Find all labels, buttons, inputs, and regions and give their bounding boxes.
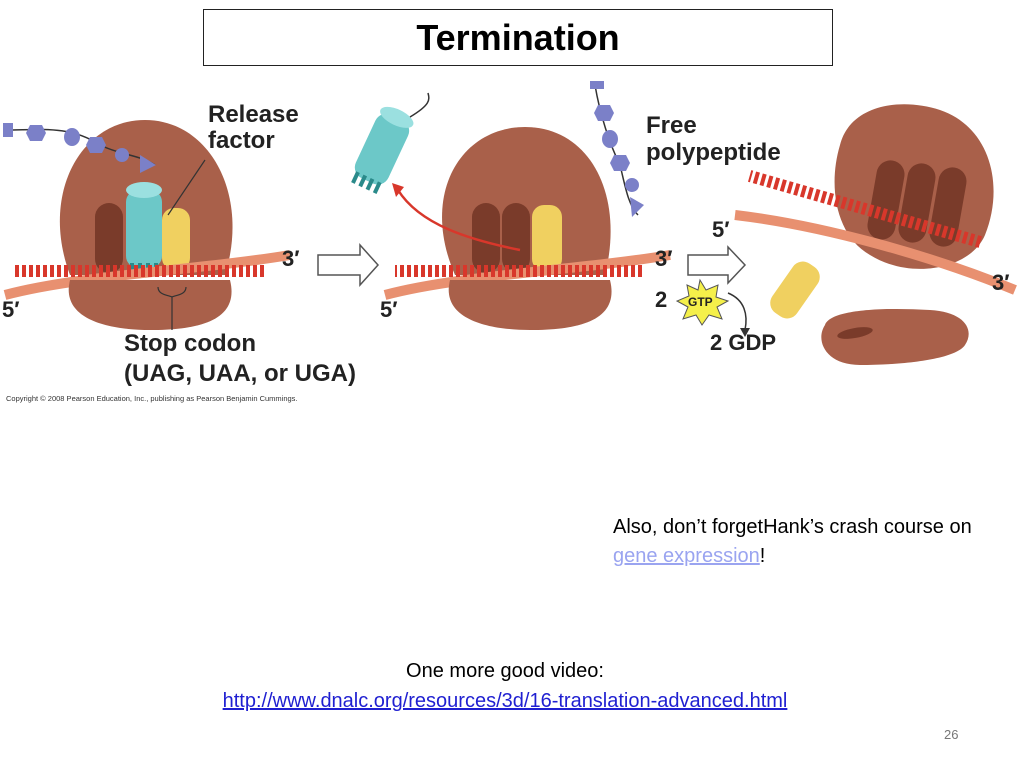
note-prefix: Also, don’t forgetHank’s crash course on bbox=[613, 516, 972, 538]
polypeptide-chain bbox=[3, 123, 156, 173]
panel-3: 5′ 3′ bbox=[712, 104, 1017, 365]
gdp-label: 2 GDP bbox=[710, 330, 776, 355]
trna-yellow bbox=[770, 261, 820, 319]
crash-course-note: Also, don’t forgetHank’s crash course on… bbox=[613, 513, 973, 571]
video-url-link[interactable]: http://www.dnalc.org/resources/3d/16-tra… bbox=[222, 690, 788, 712]
release-factor-label-line1: Release bbox=[208, 101, 299, 128]
trna-yellow bbox=[532, 205, 562, 271]
three-prime-label-2: 3′ bbox=[655, 246, 673, 271]
stop-codon-label-line2: (UAG, UAA, or UGA) bbox=[124, 360, 356, 387]
termination-figure: Release factor 3′ 5′ Stop codon (UAG, UA… bbox=[0, 75, 1024, 410]
release-factor-icon bbox=[351, 106, 414, 194]
stop-codon-label-line1: Stop codon bbox=[124, 330, 256, 357]
small-subunit-groove bbox=[837, 327, 873, 339]
mrna-strand bbox=[734, 210, 1017, 295]
video-label: One more good video: bbox=[406, 660, 604, 682]
gtp-arrow-icon bbox=[727, 292, 747, 331]
termination-diagram: Release factor 3′ 5′ Stop codon (UAG, UA… bbox=[2, 81, 1017, 387]
release-arrow-icon bbox=[396, 189, 521, 252]
slide-title: Termination bbox=[416, 16, 620, 58]
mrna-codons bbox=[15, 265, 265, 277]
arrow-right-icon bbox=[687, 245, 747, 285]
five-prime-label-3: 5′ bbox=[712, 217, 730, 242]
gtp-starburst-icon bbox=[675, 278, 730, 326]
five-prime-label-1: 5′ bbox=[2, 297, 20, 322]
ribosome-small-subunit bbox=[821, 308, 969, 365]
title-box: Termination bbox=[203, 9, 833, 66]
figure-copyright: Copyright © 2008 Pearson Education, Inc.… bbox=[6, 394, 298, 403]
trna-yellow bbox=[162, 208, 190, 270]
ribosome-site bbox=[502, 203, 530, 273]
ribosome-site bbox=[472, 203, 500, 273]
gene-expression-link[interactable]: gene expression bbox=[613, 545, 760, 567]
panel-2: Free polypeptide 3′ 5′ bbox=[351, 81, 781, 330]
free-polypeptide-label-line1: Free bbox=[646, 112, 697, 139]
video-section: One more good video: http://www.dnalc.or… bbox=[120, 656, 890, 716]
release-factor-tether bbox=[409, 92, 430, 118]
three-prime-label-1: 3′ bbox=[282, 246, 300, 271]
panel-1: Release factor 3′ 5′ Stop codon (UAG, UA… bbox=[2, 101, 356, 387]
release-factor-icon bbox=[126, 182, 162, 275]
three-prime-label-3: 3′ bbox=[992, 270, 1010, 295]
gtp-label: GTP bbox=[688, 295, 713, 309]
free-polypeptide-label-line2: polypeptide bbox=[646, 139, 781, 166]
note-suffix: ! bbox=[759, 545, 766, 567]
slide-number: 26 bbox=[944, 727, 959, 742]
mrna-codons bbox=[747, 170, 983, 248]
release-factor-pointer bbox=[167, 159, 206, 216]
mrna-codons bbox=[395, 265, 645, 277]
release-arrow-head bbox=[392, 183, 404, 197]
ribosome-small-subunit bbox=[448, 280, 612, 330]
ribosome-site bbox=[95, 203, 123, 273]
gtp-arrow-head bbox=[740, 328, 750, 337]
ribosome-small-subunit bbox=[68, 280, 232, 330]
arrow-right-icon bbox=[317, 243, 380, 287]
release-factor-label-line2: factor bbox=[208, 127, 275, 154]
gtp-count: 2 bbox=[655, 287, 667, 312]
five-prime-label-2: 5′ bbox=[380, 297, 398, 322]
free-polypeptide-chain bbox=[590, 81, 644, 217]
